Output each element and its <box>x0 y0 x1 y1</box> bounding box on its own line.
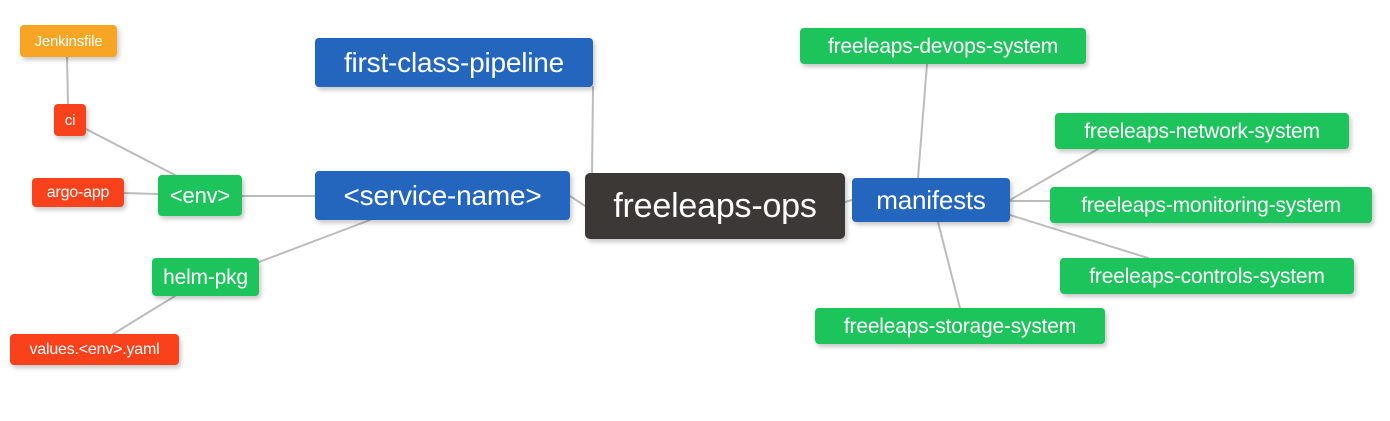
mindmap-node-jenkinsfile[interactable]: Jenkinsfile <box>20 25 117 57</box>
mindmap-node-first-class-pipeline[interactable]: first-class-pipeline <box>315 38 593 87</box>
edge-env-argo <box>123 192 159 195</box>
mindmap-node-freeleaps-network-system[interactable]: freeleaps-network-system <box>1055 113 1349 149</box>
edge-manifests-devops <box>917 63 928 179</box>
mindmap-node-ci[interactable]: ci <box>54 104 86 136</box>
edge-ops-manifests <box>844 199 853 203</box>
edge-ops-pipeline <box>591 86 594 179</box>
edge-env-ci <box>85 128 176 176</box>
mindmap-node-freeleaps-ops[interactable]: freeleaps-ops <box>585 173 845 239</box>
mindmap-node-env[interactable]: <env> <box>158 175 242 216</box>
mindmap-node-freeleaps-storage-system[interactable]: freeleaps-storage-system <box>815 308 1105 344</box>
edge-ops-service <box>569 195 586 207</box>
mindmap-node-freeleaps-monitoring-system[interactable]: freeleaps-monitoring-system <box>1050 187 1372 223</box>
mindmap-node-argo-app[interactable]: argo-app <box>32 178 124 207</box>
edge-manifests-storage <box>937 221 961 309</box>
mindmap-node-values-yaml[interactable]: values.<env>.yaml <box>10 334 179 365</box>
edge-ci-jenkinsfile <box>66 56 69 105</box>
mindmap-node-freeleaps-devops-system[interactable]: freeleaps-devops-system <box>800 28 1086 64</box>
mindmap-node-manifests[interactable]: manifests <box>852 178 1010 222</box>
edge-helm-values <box>112 295 176 335</box>
edge-service-helm <box>258 219 371 263</box>
mindmap-node-helm-pkg[interactable]: helm-pkg <box>152 258 259 296</box>
mindmap-node-freeleaps-controls-system[interactable]: freeleaps-controls-system <box>1060 258 1354 294</box>
mindmap-node-service-name[interactable]: <service-name> <box>315 171 570 220</box>
